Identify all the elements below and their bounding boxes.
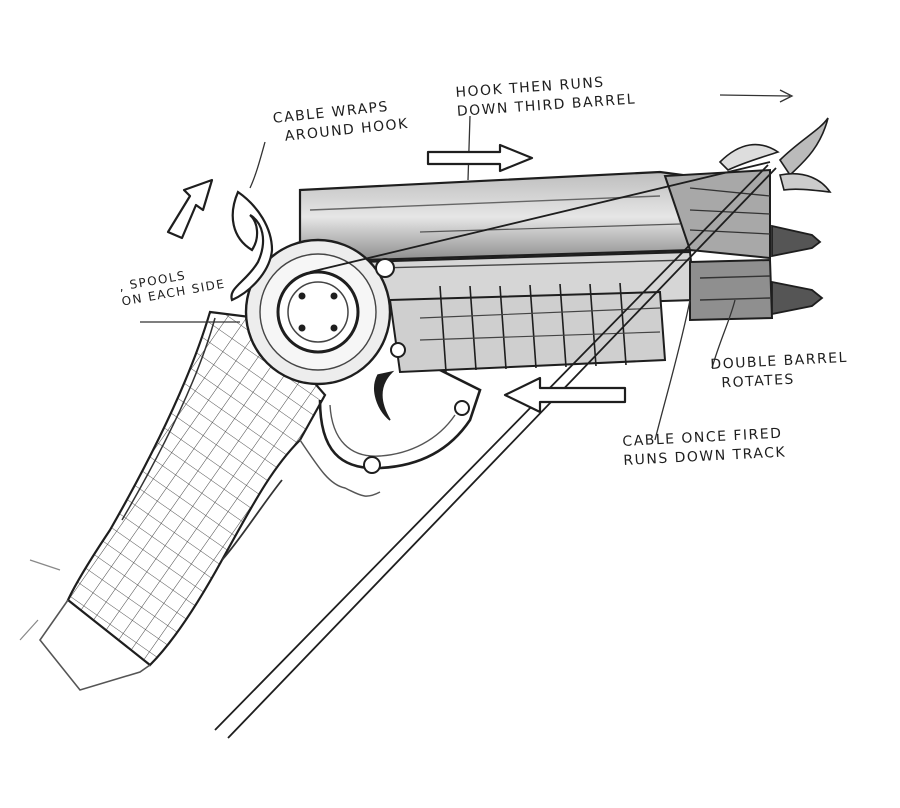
gun-grip <box>19 310 327 691</box>
trigger-guard <box>299 363 482 497</box>
note-double-barrel: DOUBLE BARREL ROTATES <box>710 349 849 394</box>
arrow-up-right <box>166 178 214 240</box>
cable-track <box>388 282 667 374</box>
arrow-right <box>426 143 534 173</box>
rear-hook <box>230 190 274 302</box>
grapple-cable <box>214 161 777 739</box>
barrel-tips <box>718 117 832 316</box>
upper-barrel <box>298 168 771 264</box>
arrow-left <box>503 376 627 414</box>
cable-spool <box>140 238 406 386</box>
leader-lines <box>249 89 794 441</box>
